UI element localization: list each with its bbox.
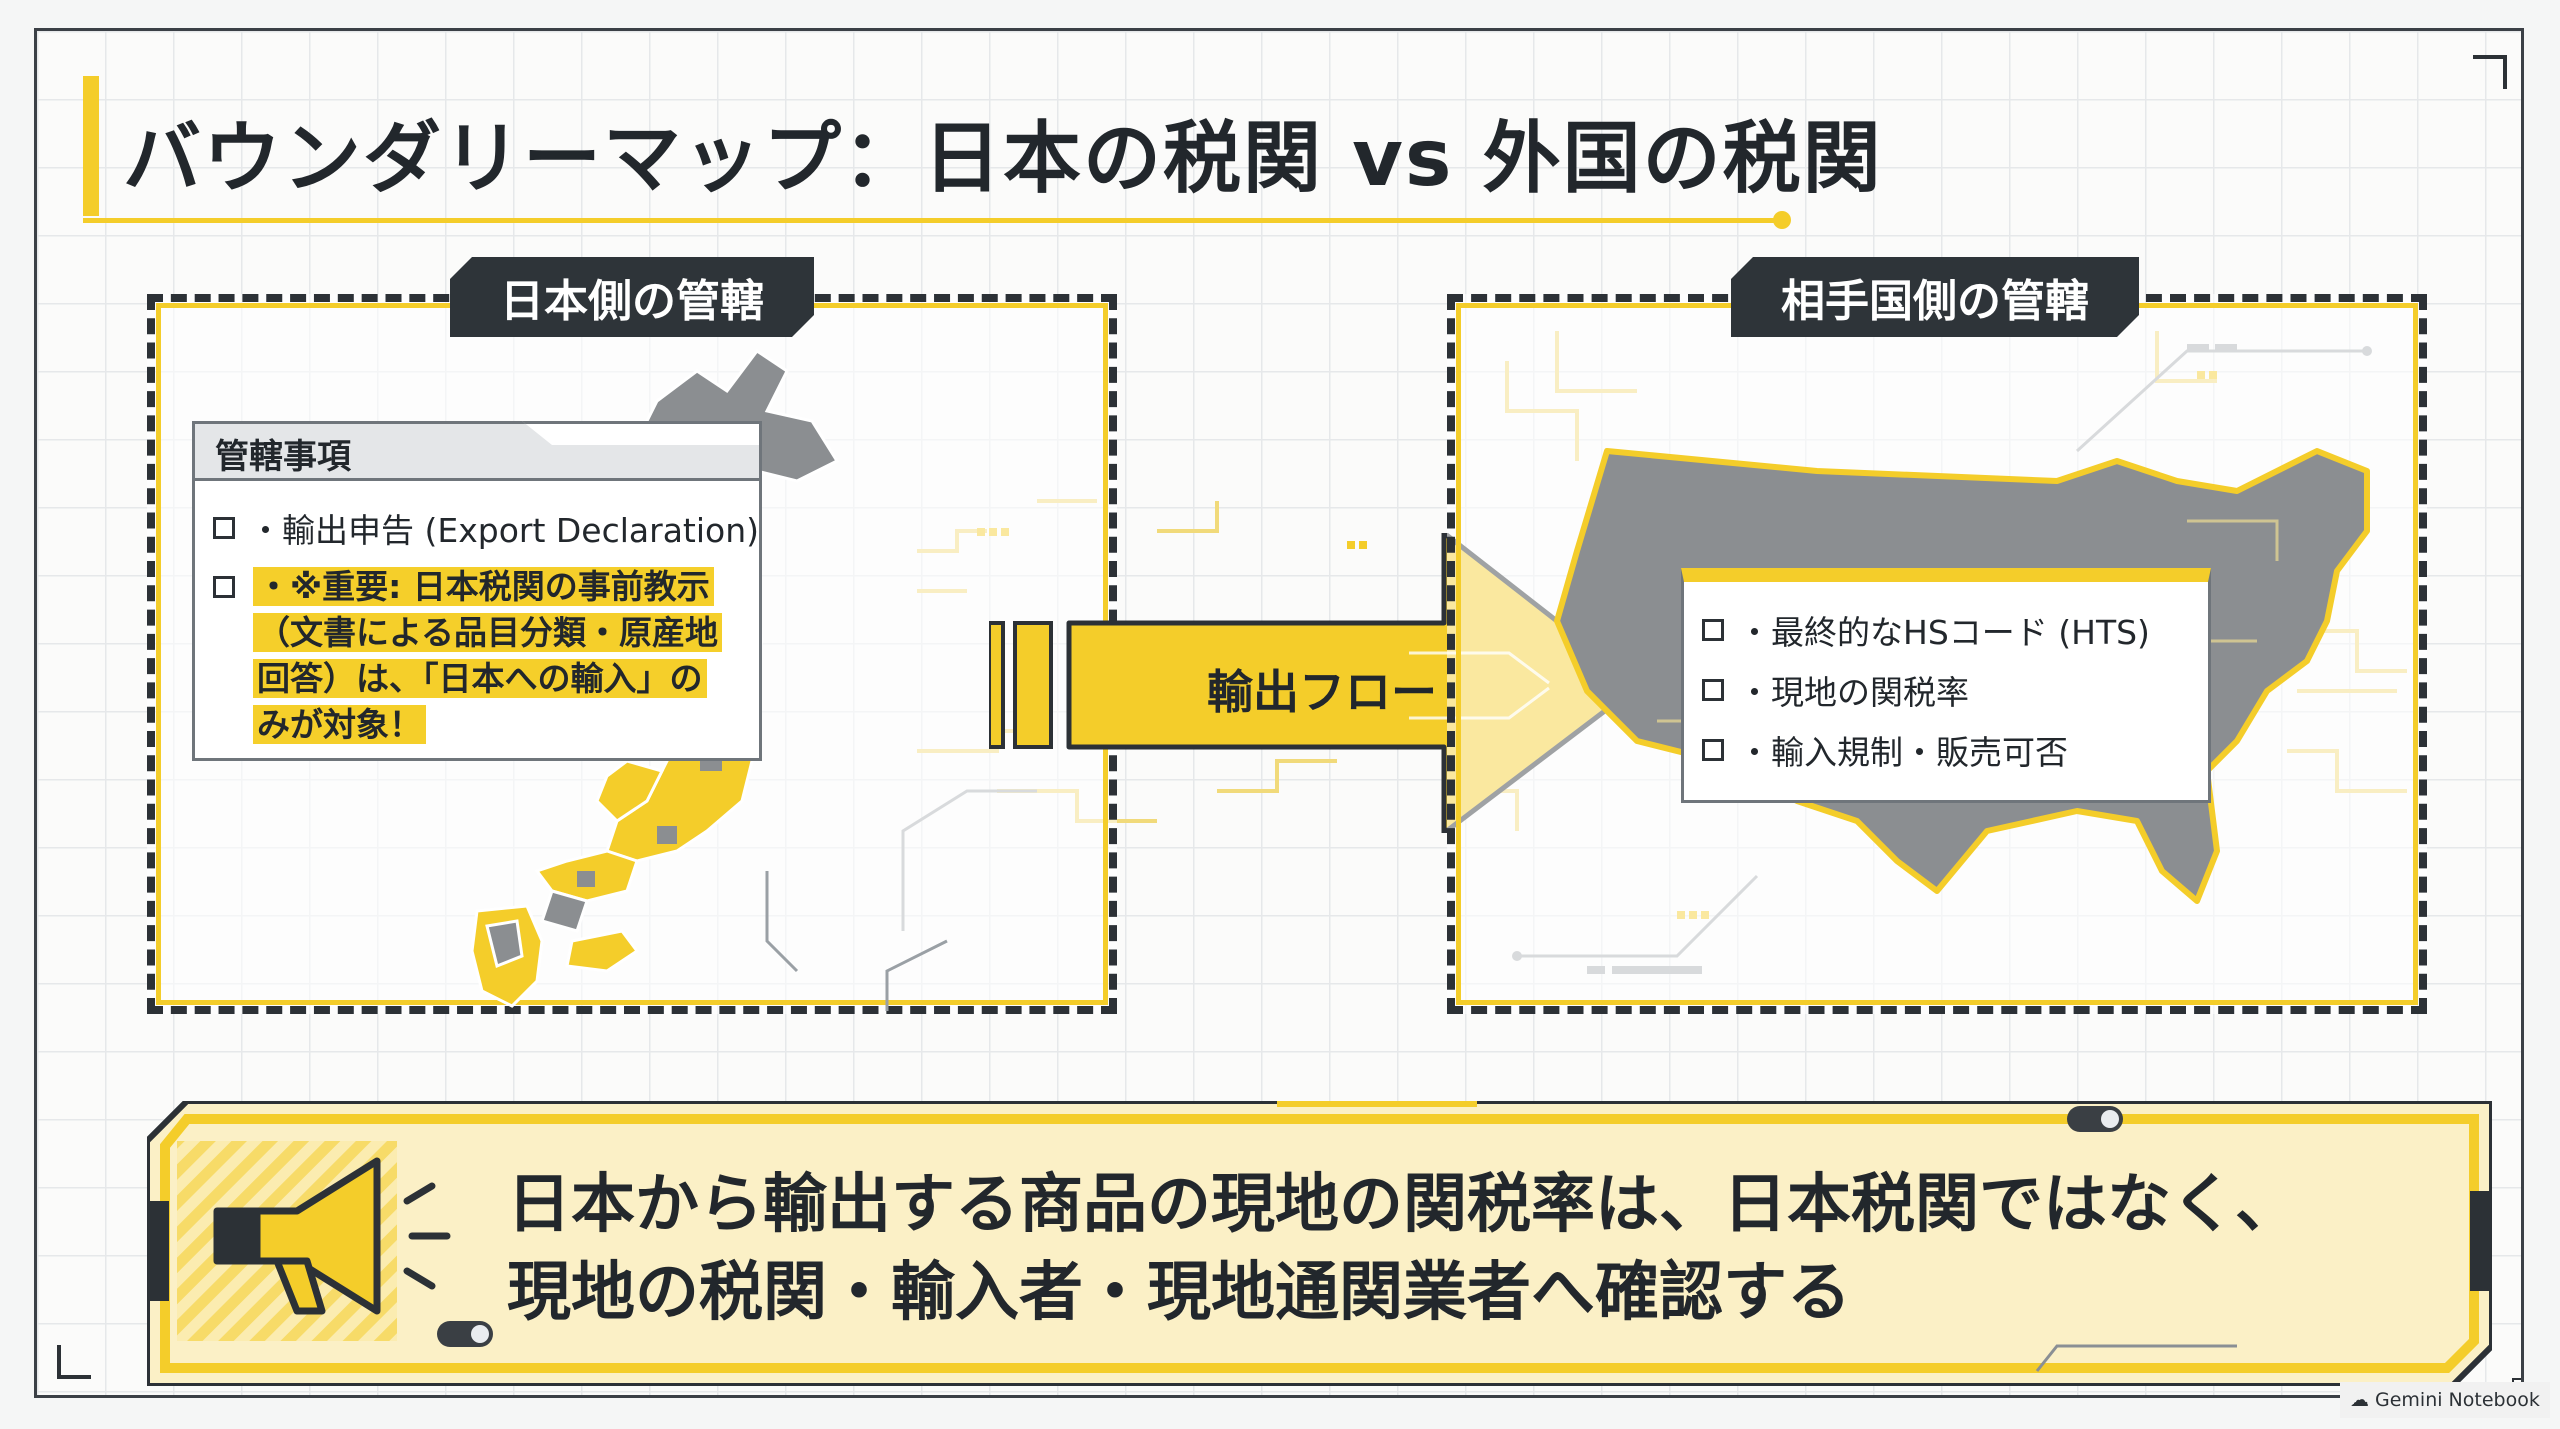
key-message-line-1: 日本から輸出する商品の現地の関税率は、日本税関ではなく、 [507,1168,2299,1242]
important-note-line: 回答）は、「日本への輸入」の [253,659,707,698]
slide: バウンダリーマップ：日本の税関 vs 外国の税関 [34,28,2524,1398]
checkbox-icon [213,576,235,598]
jurisdiction-items-title: 管轄事項 [215,437,351,477]
important-note-line: みが対象！ [253,705,426,744]
foreign-jurisdiction-tab: 相手国側の管轄 [1731,257,2139,337]
key-message-text: 日本から輸出する商品の現地の関税率は、日本税関ではなく、 現地の税関・輸入者・現… [507,1161,2299,1337]
megaphone-icon [213,1157,451,1315]
list-item-label: ・現地の関税率 [1738,673,1969,712]
title-accent-bar [83,76,99,216]
checkbox-icon [1702,739,1724,761]
japan-jurisdiction-tab: 日本側の管轄 [450,257,814,337]
important-note-text: ・※重要: 日本税関の事前教示 （文書による品目分類・原産地 回答）は、「日本へ… [253,564,773,748]
list-item-import-regulation: ・輸入規制・販売可否 [1702,726,2068,774]
title-underline [83,218,1783,223]
list-item-label: ・輸入規制・販売可否 [1738,733,2068,772]
list-item-export-declaration: ・輸出申告 (Export Declaration) [213,504,759,552]
title-area: バウンダリーマップ：日本の税関 vs 外国の税関 [83,76,1881,229]
list-item-hts-code: ・最終的なHSコード (HTS) [1702,606,2150,654]
foreign-items-box: ・最終的なHSコード (HTS) ・現地の関税率 ・輸入規制・販売可否 [1681,568,2211,803]
list-item-label: ・最終的なHSコード (HTS) [1738,613,2150,652]
toggle-switch [2067,1106,2123,1132]
export-flow-label: 輸出フロー [1207,665,1437,719]
key-message-line-2: 現地の税関・輸入者・現地通関業者へ確認する [507,1256,1851,1330]
jurisdiction-items-box: 管轄事項 ・輸出申告 (Export Declaration) ・※重要: 日本… [192,421,762,761]
title-underline-dot [1773,211,1791,229]
checkbox-icon [213,517,235,539]
checkbox-icon [1702,679,1724,701]
page-title: バウンダリーマップ：日本の税関 vs 外国の税関 [123,114,1883,204]
important-note-line: ・※重要: 日本税関の事前教示 [253,567,714,606]
list-item-local-tariff: ・現地の関税率 [1702,666,1969,714]
important-note-line: （文書による品目分類・原産地 [253,613,723,652]
watermark-badge: ☁ Gemini Notebook [2340,1382,2550,1418]
corner-bracket-bottom-left [57,1345,91,1379]
notebook-logo-icon: ☁ [2350,1389,2369,1411]
corner-bracket-top-right [2473,55,2507,89]
watermark-label: Gemini Notebook [2375,1389,2540,1411]
list-item-label: ・輸出申告 (Export Declaration) [249,511,760,550]
checkbox-icon [1702,619,1724,641]
toggle-switch [437,1321,493,1347]
